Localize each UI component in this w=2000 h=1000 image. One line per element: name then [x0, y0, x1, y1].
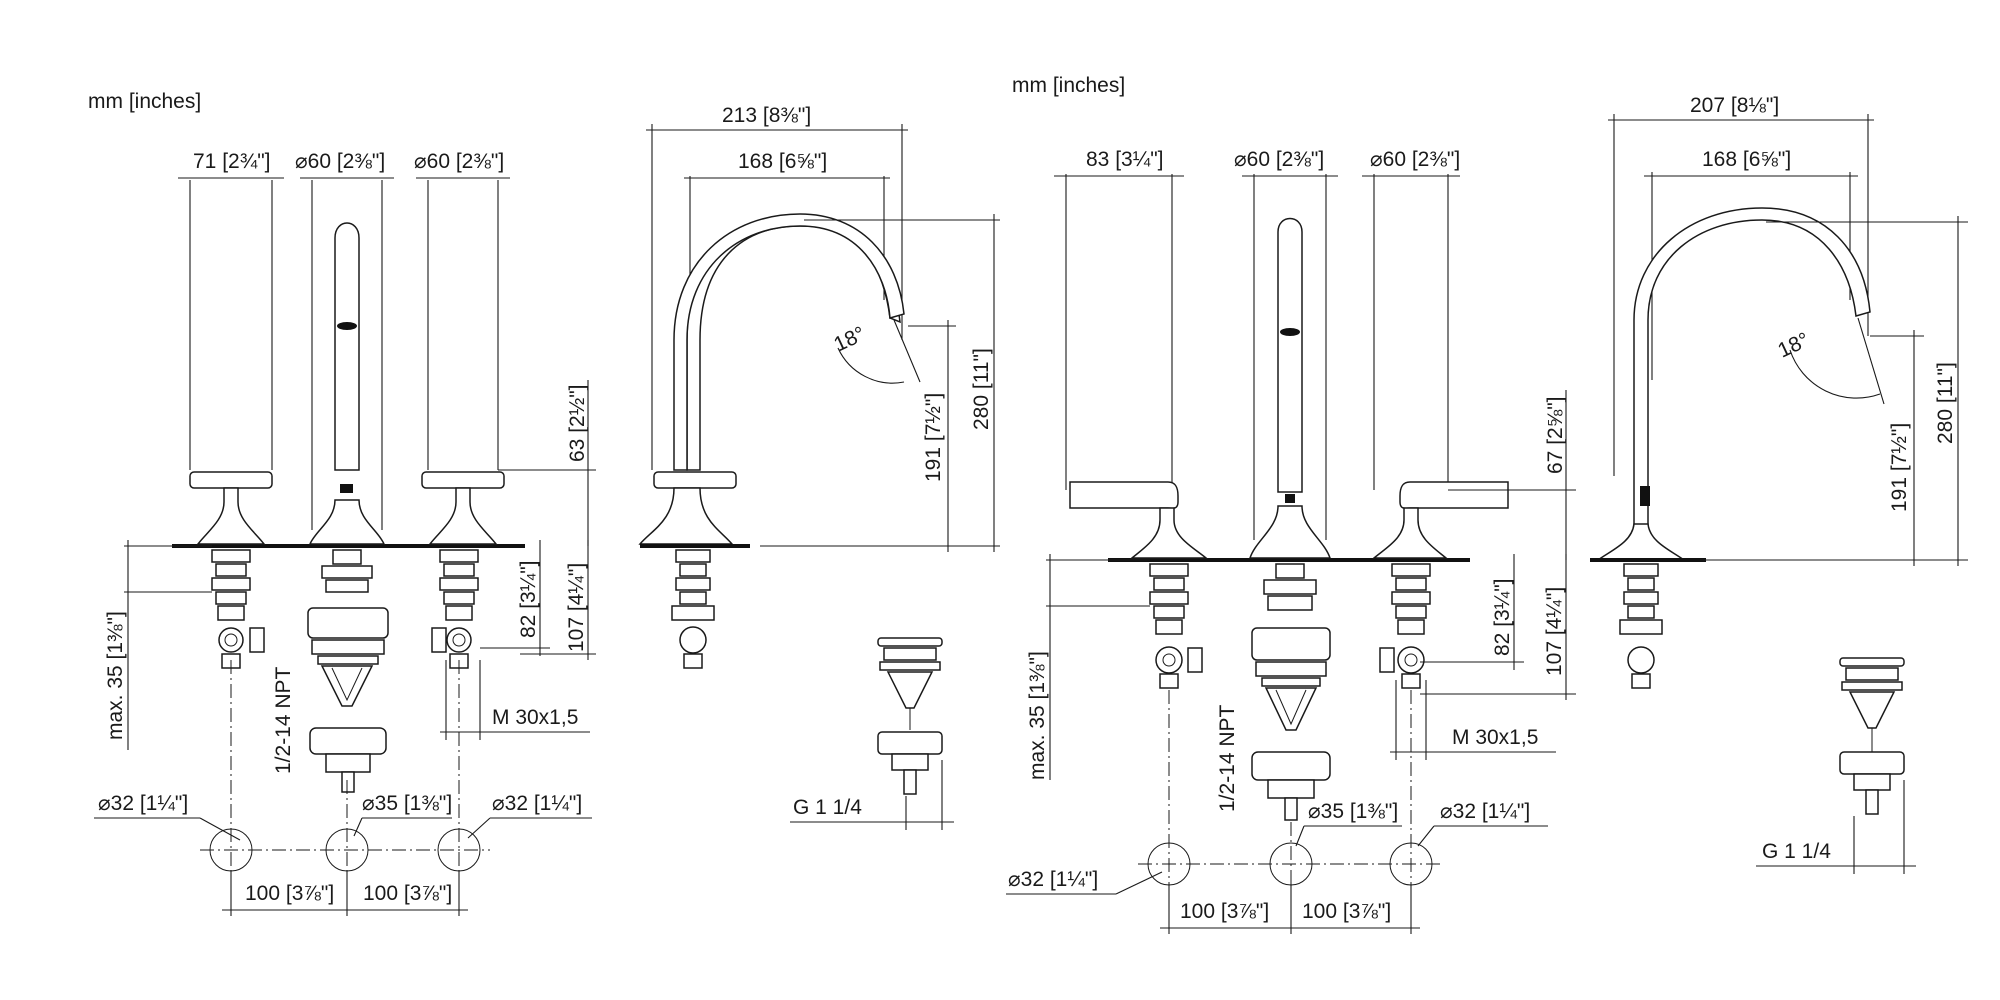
right-spout-reach-label: 168 [6⅝"] [1702, 148, 1791, 171]
right-center-valve [1251, 563, 1331, 821]
units-label-left: mm [inches] [88, 90, 201, 113]
left-spout-height-label: 280 [11"] [970, 348, 993, 430]
right-deck-max-dim: max. 35 [1⅜"] [1026, 554, 1150, 780]
right-outlet-height-label: 191 [7½"] [1888, 423, 1911, 512]
right-handle-width-dim: 83 [3¼"] [1054, 148, 1184, 490]
left-hot-valve [431, 549, 479, 669]
left-drain: G 1 1/4 [790, 637, 954, 830]
right-hot-handle [1371, 481, 1509, 559]
right-hot-valve [1379, 563, 1431, 689]
left-handle-height-label: 63 [2½"] [566, 384, 589, 462]
left-hot-handle [421, 471, 505, 545]
left-hole-right-label: ⌀32 [1¼"] [492, 792, 582, 815]
left-cold-handle [189, 471, 273, 545]
right-hole-right-label: ⌀32 [1¼"] [1440, 800, 1530, 823]
right-below-deck-dims: 82 [3¼"] 107 [4¼"] [1420, 554, 1576, 700]
right-spout-diameter-dim: ⌀60 [2⅜"] [1234, 148, 1338, 540]
left-handle-diameter-label: ⌀60 [2⅜"] [414, 150, 504, 173]
left-set: mm [inches] 71 [2¾"] ⌀60 [2⅜"] ⌀60 [2⅜"] [88, 90, 1000, 916]
right-handle-height-label: 67 [2⅝"] [1544, 396, 1567, 474]
left-handle-diameter-dim: ⌀60 [2⅜"] [414, 150, 510, 470]
left-hole-left-label: ⌀32 [1¼"] [98, 792, 188, 815]
left-drain-label: G 1 1/4 [793, 796, 862, 819]
left-hole-center-label: ⌀35 [1⅜"] [362, 792, 452, 815]
right-handle-width-label: 83 [3¼"] [1086, 148, 1164, 171]
left-outlet-height-label: 191 [7½"] [922, 393, 945, 482]
right-cold-handle [1069, 481, 1209, 559]
units-label-right: mm [inches] [1012, 74, 1125, 97]
left-spout-angle-label: 18° [830, 322, 869, 356]
right-thread-dim: M 30x1,5 [1390, 680, 1556, 760]
right-hole-left-label: ⌀32 [1¼"] [1008, 868, 1098, 891]
right-spout-angle-label: 18° [1774, 328, 1813, 362]
left-spacing-dims: 100 [3⅞"] 100 [3⅞"] [222, 870, 468, 916]
right-spout-reach-total-label: 207 [8⅛"] [1690, 94, 1779, 117]
left-spout-side-view: 213 [8⅜"] 168 [6⅝"] 18° 191 [7½"] 280 [1… [638, 104, 1000, 669]
right-cold-valve [1149, 563, 1203, 689]
left-center-valve [307, 549, 389, 793]
left-spout-front [308, 222, 386, 545]
left-spout-diameter-dim: ⌀60 [2⅜"] [295, 150, 394, 530]
right-spout-front [1248, 217, 1332, 559]
right-spacing-1-label: 100 [3⅞"] [1180, 900, 1269, 923]
right-spout-diameter-label: ⌀60 [2⅜"] [1234, 148, 1324, 171]
right-hole-circles: ⌀32 [1¼"] ⌀35 [1⅜"] ⌀32 [1¼"] [1006, 800, 1548, 895]
left-thread-dim: M 30x1,5 [440, 660, 590, 740]
right-spout-height-label: 280 [11"] [1934, 362, 1957, 444]
left-handle-width-dim: 71 [2¾"] [178, 150, 284, 470]
right-deck-max-label: max. 35 [1⅜"] [1026, 651, 1049, 780]
left-spout-reach-total-label: 213 [8⅜"] [722, 104, 811, 127]
left-spacing-1-label: 100 [3⅞"] [245, 882, 334, 905]
left-cold-valve [211, 549, 265, 669]
left-deck-max-label: max. 35 [1⅜"] [104, 611, 127, 740]
right-drain: G 1 1/4 [1756, 657, 1916, 874]
right-npt-label: 1/2-14 NPT [1216, 704, 1239, 812]
right-hole-center-label: ⌀35 [1⅜"] [1308, 800, 1398, 823]
right-thread-label: M 30x1,5 [1452, 726, 1538, 749]
right-set: mm [inches] 83 [3¼"] ⌀60 [2⅜"] ⌀60 [2⅜"] [1006, 74, 1968, 934]
right-spout-side-view: 207 [8⅛"] 168 [6⅝"] 18° 191 [7½"] 280 [1… [1590, 94, 1968, 689]
left-below-deck-2-label: 107 [4¼"] [565, 563, 588, 652]
left-hole-circles: ⌀32 [1¼"] ⌀35 [1⅜"] ⌀32 [1¼"] [94, 792, 592, 872]
left-spout-diameter-label: ⌀60 [2⅜"] [295, 150, 385, 173]
left-npt-label: 1/2-14 NPT [272, 666, 295, 774]
right-drain-label: G 1 1/4 [1762, 840, 1831, 863]
right-handle-diameter-dim: ⌀60 [2⅜"] [1362, 148, 1460, 490]
left-handle-width-label: 71 [2¾"] [193, 150, 271, 173]
right-handle-height-dim: 67 [2⅝"] [1448, 390, 1576, 560]
right-spacing-dims: 100 [3⅞"] 100 [3⅞"] [1160, 884, 1420, 934]
left-below-deck-1-label: 82 [3¼"] [517, 560, 540, 638]
right-below-deck-2-label: 107 [4¼"] [1543, 587, 1566, 676]
right-handle-diameter-label: ⌀60 [2⅜"] [1370, 148, 1460, 171]
left-spacing-2-label: 100 [3⅞"] [363, 882, 452, 905]
left-below-deck-dims: 82 [3¼"] 107 [4¼"] [480, 540, 596, 660]
left-spout-reach-label: 168 [6⅝"] [738, 150, 827, 173]
left-handle-height-dim: 63 [2½"] [498, 380, 596, 546]
left-thread-label: M 30x1,5 [492, 706, 578, 729]
right-below-deck-1-label: 82 [3¼"] [1491, 578, 1514, 656]
left-deck-max-dim: max. 35 [1⅜"] [104, 540, 212, 750]
right-spacing-2-label: 100 [3⅞"] [1302, 900, 1391, 923]
